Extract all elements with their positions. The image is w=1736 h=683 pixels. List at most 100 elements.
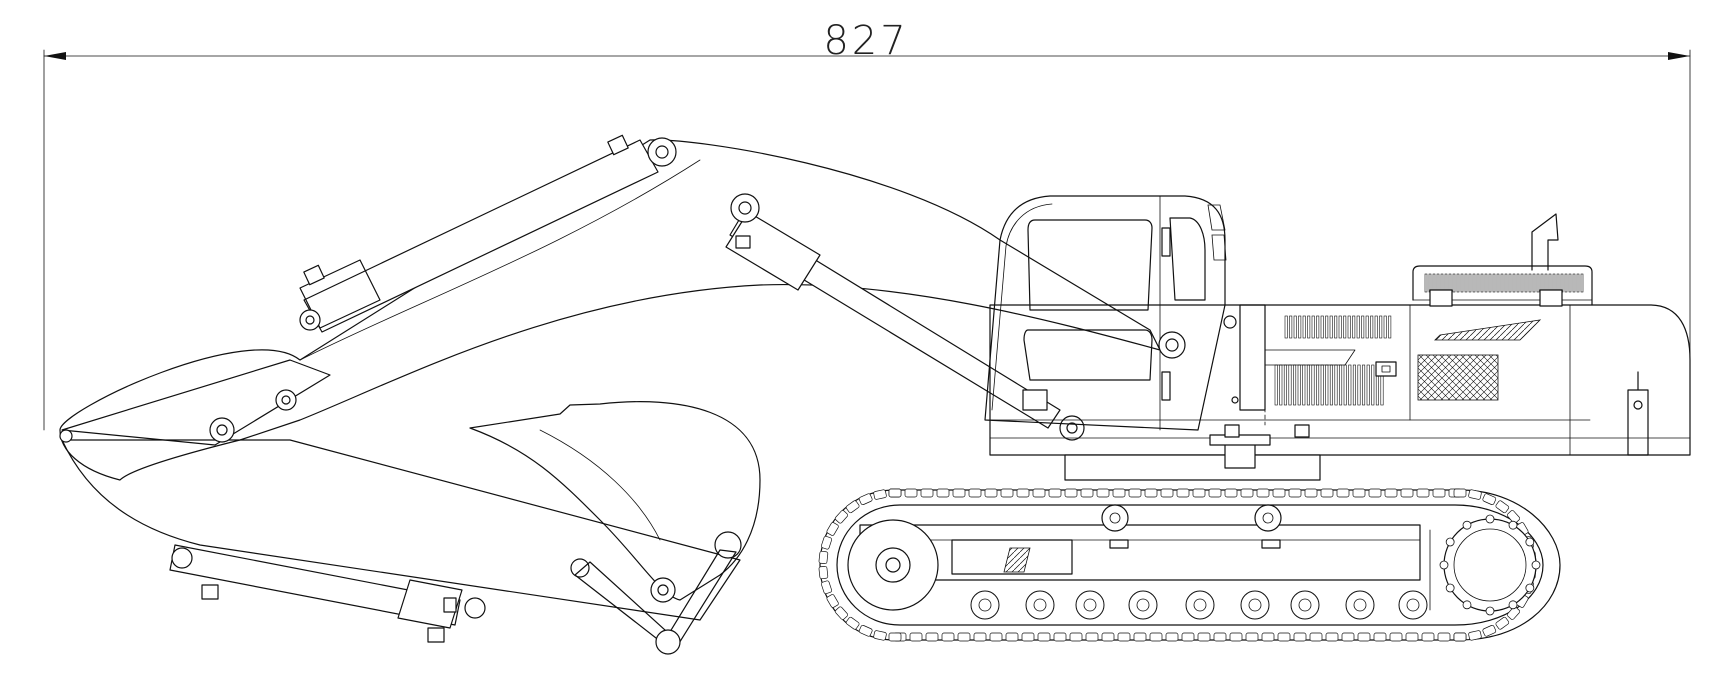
side-vent-slot bbox=[1347, 315, 1351, 339]
side-vent-slot bbox=[1279, 364, 1283, 406]
track-roller bbox=[1075, 590, 1105, 620]
vent-slot bbox=[1452, 273, 1456, 293]
track-roller-hub bbox=[1083, 598, 1097, 612]
track-shoe bbox=[1495, 500, 1510, 514]
bucket-link-pin bbox=[714, 531, 742, 559]
vent-slot bbox=[1488, 273, 1492, 293]
vent-slot bbox=[1448, 273, 1452, 293]
track-roller-hub bbox=[1406, 598, 1420, 612]
slewing-ring bbox=[1064, 454, 1321, 481]
track-shoe bbox=[1357, 632, 1371, 642]
track-shoe bbox=[1293, 632, 1307, 642]
boom-foot-pin-inner bbox=[1165, 338, 1179, 352]
track-roller-hub bbox=[1298, 598, 1312, 612]
side-vent-slot bbox=[1320, 364, 1324, 406]
track-shoe bbox=[858, 493, 873, 506]
track-shoe bbox=[1245, 632, 1259, 642]
vent-slot bbox=[1444, 273, 1448, 293]
track-shoe bbox=[1117, 632, 1131, 642]
vent-slot bbox=[1508, 273, 1512, 293]
sprocket-tooth bbox=[1525, 583, 1535, 593]
track-shoe bbox=[821, 580, 833, 595]
track-shoe bbox=[845, 500, 860, 514]
bucket-cylinder-port-1 bbox=[201, 584, 219, 600]
side-vent-slot bbox=[1311, 364, 1315, 406]
side-vent-slot bbox=[1297, 364, 1301, 406]
arm-cylinder-top-pin-inner bbox=[655, 145, 669, 159]
track-shoe bbox=[1437, 632, 1451, 642]
vent-slot bbox=[1504, 273, 1508, 293]
bucket-linkage-pin bbox=[570, 558, 590, 578]
vent-slot bbox=[1468, 273, 1472, 293]
track-shoe bbox=[1144, 488, 1158, 498]
carrier-roller-2-hub bbox=[1262, 512, 1274, 524]
overall-length-dimension: 827 bbox=[43, 18, 1691, 431]
cab-hinge-top bbox=[1161, 227, 1171, 257]
arm-cylinder-barrel bbox=[303, 139, 659, 333]
vent-slot bbox=[1556, 273, 1560, 293]
side-panel-line bbox=[1264, 349, 1356, 366]
cab-step bbox=[1022, 389, 1048, 411]
side-vent-slot bbox=[1356, 315, 1360, 339]
drive-sprocket bbox=[1443, 518, 1537, 612]
bucket-outline bbox=[469, 401, 761, 601]
bucket-cylinder-port-2 bbox=[427, 627, 445, 643]
vent-slot bbox=[1552, 273, 1556, 293]
vent-slot bbox=[1564, 273, 1568, 293]
track-shoe bbox=[968, 488, 982, 498]
vent-slot bbox=[1524, 273, 1528, 293]
side-vent-slot bbox=[1343, 364, 1347, 406]
track-shoe bbox=[873, 630, 887, 641]
track-shoe bbox=[1482, 624, 1497, 637]
track-shoe bbox=[1037, 632, 1051, 642]
vent-slot bbox=[1560, 273, 1564, 293]
side-vent-slot bbox=[1370, 315, 1374, 339]
vent-slot bbox=[1424, 273, 1428, 293]
sprocket-tooth bbox=[1525, 537, 1535, 547]
track-shoe bbox=[1389, 632, 1403, 642]
track-shoe bbox=[1320, 488, 1334, 498]
track-shoe bbox=[1085, 632, 1099, 642]
track-shoe bbox=[1240, 488, 1254, 498]
boom-cylinder bbox=[725, 193, 1085, 441]
track-shoe bbox=[1197, 632, 1211, 642]
track-shoe bbox=[1229, 632, 1243, 642]
arm-cylinder-port-2 bbox=[303, 264, 325, 286]
vent-slot bbox=[1476, 273, 1480, 293]
track-shoe bbox=[1373, 632, 1387, 642]
hood-latch-left bbox=[1429, 289, 1453, 307]
track-shoe bbox=[826, 522, 839, 536]
cab-rear-grille bbox=[1207, 204, 1227, 261]
side-vent-slot bbox=[1388, 315, 1392, 339]
undercarriage bbox=[818, 488, 1561, 642]
hood-latch-right bbox=[1539, 289, 1563, 307]
swing-joint-flange bbox=[1209, 434, 1271, 446]
side-vent-slot bbox=[1329, 364, 1333, 406]
side-vent-slot bbox=[1325, 364, 1329, 406]
track-shoe bbox=[989, 632, 1003, 642]
cab-front-pillar bbox=[991, 203, 1053, 411]
side-vent-slot bbox=[1371, 364, 1375, 406]
arm-cylinder-port-1 bbox=[607, 134, 629, 156]
dimension-label: 827 bbox=[823, 18, 908, 64]
boom-arm-pin-inner bbox=[216, 424, 228, 436]
vent-slot bbox=[1464, 273, 1468, 293]
track-shoe bbox=[1128, 488, 1142, 498]
track-shoe bbox=[834, 510, 849, 524]
cab-outline bbox=[984, 195, 1226, 431]
side-vent-slot bbox=[1374, 315, 1378, 339]
carrier-roller-2 bbox=[1254, 504, 1282, 532]
vent-slot bbox=[1520, 273, 1524, 293]
cab-grab-point bbox=[1223, 315, 1237, 329]
dimension-arrow-left-icon bbox=[44, 52, 66, 60]
track-shoe bbox=[920, 488, 934, 498]
cab-hinge-bottom bbox=[1161, 371, 1171, 401]
side-vent-slot bbox=[1334, 315, 1338, 339]
side-vent-slot bbox=[1316, 364, 1320, 406]
track-shoe bbox=[1506, 606, 1521, 620]
track-shoe bbox=[873, 489, 887, 500]
track-shoe bbox=[1016, 488, 1030, 498]
vent-slot bbox=[1472, 273, 1476, 293]
track-shoe bbox=[1482, 493, 1497, 506]
track-shoe bbox=[952, 488, 966, 498]
